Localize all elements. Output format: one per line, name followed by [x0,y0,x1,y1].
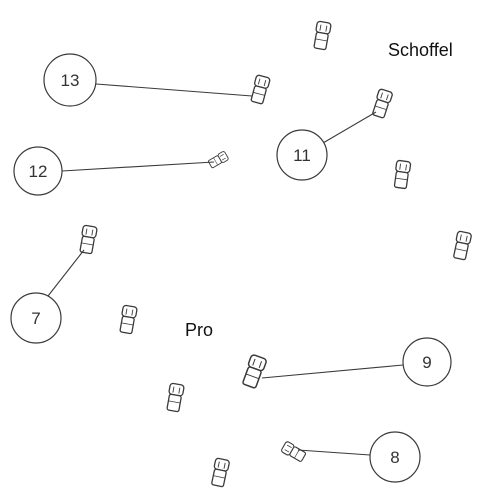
callout-number-12: 12 [29,162,48,181]
leader-lines-layer [47,83,404,456]
callout-number-7: 7 [31,309,40,328]
screw-head-groove [258,361,263,368]
screw-head-groove [399,163,402,170]
callout-number-9: 9 [422,353,431,372]
screws-layer [79,20,472,488]
screw-head-groove [319,24,322,31]
screw-thread [455,248,468,252]
screw-head-groove [131,309,134,316]
screw-thread [374,105,387,111]
screw-thread [81,242,94,246]
screw-shank [313,31,329,51]
callout-number-8: 8 [390,448,399,467]
screw-shank [166,393,182,413]
callouts-layer: 13 12 11 7 9 8 [10,53,452,483]
screw-shank [208,155,222,169]
screw-head-groove [125,308,128,315]
screw-thread [168,400,181,404]
callout-number-11: 11 [293,146,311,165]
screw-head-groove [221,157,226,161]
screw-thread [213,157,218,166]
screw-head-groove [223,462,226,469]
screw-head-groove [380,92,383,99]
screw-head-groove [325,25,328,32]
screw-shank [79,235,95,255]
screw-thread [245,373,260,380]
label-pro: Pro [185,320,213,340]
leader-line-8 [297,449,371,456]
screw-11-part [372,88,393,119]
callout-circle-11 [276,129,328,181]
callout-number-13: 13 [61,71,80,90]
screw-bottom-part [211,457,230,488]
screw-head-groove [85,228,88,235]
screw-thread [315,38,328,42]
screw-9-part [242,354,267,389]
screw-head-groove [405,164,407,171]
callout-circle-7 [10,292,62,344]
callout-circle-9 [402,337,452,387]
screw-right-mid-part [393,159,412,190]
leader-line-11 [322,111,377,144]
screw-thread [253,91,265,96]
screw-head-groove [219,154,224,157]
screw-7-part [79,224,98,255]
screw-shank [242,366,262,389]
screw-head-groove [284,449,290,453]
screw-shank [372,99,389,119]
screw-shank [119,315,135,335]
screw-head-groove [459,234,462,241]
screw-head-groove [263,80,267,87]
screw-shank [453,241,469,261]
screw-head-groove [252,358,256,366]
screw-left-low-part [119,304,138,335]
screw-12-part [208,151,229,169]
leader-line-13 [95,83,253,97]
screw-bottom-left-part [166,382,185,413]
callout-circle-13 [43,53,97,107]
screw-8-part [281,441,307,462]
screw-13-part [250,74,271,105]
screw-head-groove [217,461,220,468]
screw-shank [211,468,227,488]
screw-thread [395,177,408,181]
screw-thread [121,322,134,326]
screw-top-center-part [313,20,332,51]
screw-head-groove [91,229,94,236]
leader-line-9 [261,364,404,379]
screw-head-groove [465,235,468,242]
screw-thread [213,475,226,479]
label-schoffel: Schoffel [388,40,453,60]
screw-head-groove [178,387,181,394]
callout-circle-8 [369,431,421,483]
callout-circle-12 [13,146,63,196]
screw-thread [294,449,300,459]
leader-line-12 [61,161,215,172]
leader-line-7 [47,249,85,297]
screw-head-groove [257,78,261,85]
screw-head-groove [385,94,389,101]
screw-head-groove [286,444,292,448]
screw-shank [393,170,409,190]
screw-right-part [453,230,472,261]
screw-shank [250,85,267,105]
screw-head-groove [172,386,175,393]
